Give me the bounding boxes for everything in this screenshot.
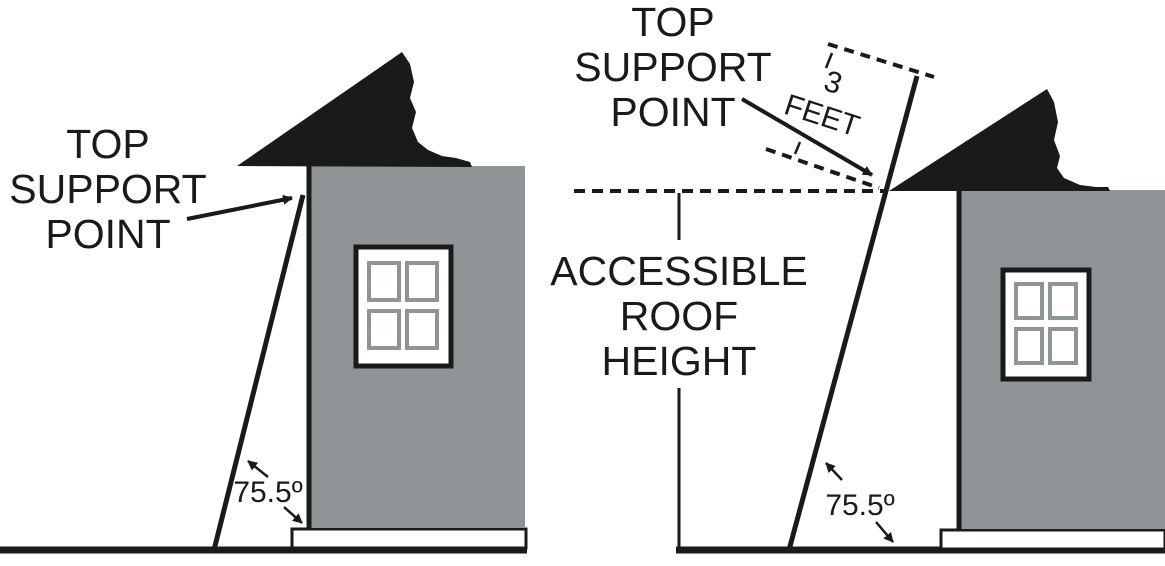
right-ladder: [786, 75, 920, 551]
right-support-arrow: [740, 97, 874, 177]
right-panel: TOP SUPPORT POINT 3 FEET ACCESSIBLE ROOF…: [550, 0, 1165, 554]
right-angle-arrow-lower: [875, 521, 894, 543]
left-support-label-line-3: POINT: [45, 211, 170, 257]
left-window: [353, 244, 454, 369]
right-support-label-line-3: POINT: [610, 89, 735, 135]
extension-measure-tick-bottom: [793, 141, 802, 155]
right-angle-arrow-upper: [825, 462, 843, 481]
left-angle-label: 75.5º: [233, 476, 302, 509]
left-roof: [237, 52, 472, 167]
right-angle-label: 75.5º: [825, 489, 894, 522]
extension-measure-tick-top: [824, 52, 834, 69]
right-roof: [889, 89, 1110, 191]
height-label-line-2: ROOF: [620, 293, 738, 339]
extension-bottom-guide: [765, 147, 880, 190]
right-window: [1000, 267, 1092, 382]
height-label-line-3: HEIGHT: [602, 338, 757, 384]
left-foundation: [290, 527, 528, 550]
right-foundation: [939, 528, 1165, 551]
extension-number-label: 3: [820, 65, 846, 102]
left-angle-arrow-lower: [283, 506, 303, 524]
right-support-label-line-2: SUPPORT: [574, 44, 771, 90]
left-ladder: [211, 194, 306, 551]
left-angle-arrow-upper: [247, 460, 269, 478]
left-panel: TOP SUPPORT POINT 75.5º: [0, 52, 528, 554]
right-support-label-line-1: TOP: [631, 0, 715, 45]
left-support-label-line-1: TOP: [66, 121, 150, 167]
height-label-line-1: ACCESSIBLE: [550, 248, 808, 294]
left-support-arrow: [186, 194, 293, 221]
extension-top-guide: [827, 42, 935, 79]
left-support-label-line-2: SUPPORT: [9, 166, 206, 212]
